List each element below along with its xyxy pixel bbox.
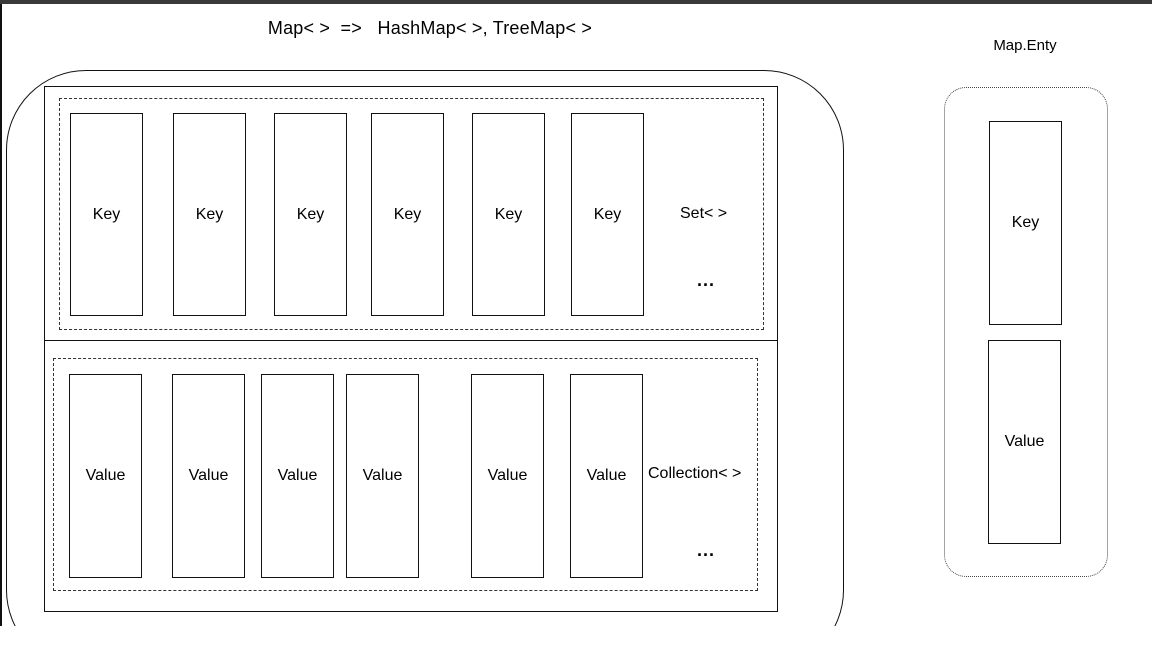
entry-title: Map.Enty bbox=[993, 37, 1057, 54]
key-cell: Key bbox=[371, 113, 444, 316]
value-cell: Value bbox=[172, 374, 245, 578]
map-entry-container bbox=[944, 87, 1108, 577]
set-ellipsis: ... bbox=[697, 270, 716, 290]
key-cell: Key bbox=[274, 113, 347, 316]
key-cell: Key bbox=[173, 113, 246, 316]
top-border bbox=[0, 0, 1152, 4]
set-collection-divider bbox=[44, 340, 778, 342]
set-label: Set< > bbox=[680, 205, 728, 222]
set-group bbox=[59, 98, 764, 330]
value-label: Value bbox=[85, 467, 126, 484]
key-cell: Key bbox=[70, 113, 143, 316]
map-container bbox=[6, 70, 844, 626]
value-cell: Value bbox=[570, 374, 643, 578]
value-label: Value bbox=[586, 467, 627, 484]
value-label: Value bbox=[277, 467, 318, 484]
left-border bbox=[0, 4, 2, 626]
value-cell: Value bbox=[471, 374, 544, 578]
key-cell: Key bbox=[571, 113, 644, 316]
entry-value-label: Value bbox=[1004, 433, 1045, 450]
entry-key-label: Key bbox=[1011, 214, 1040, 231]
key-cell: Key bbox=[472, 113, 545, 316]
value-cell: Value bbox=[261, 374, 334, 578]
collection-group bbox=[53, 358, 758, 591]
value-cell: Value bbox=[346, 374, 419, 578]
key-label: Key bbox=[393, 205, 422, 223]
entry-key-cell: Key bbox=[989, 121, 1062, 325]
bottom-margin bbox=[0, 626, 1152, 648]
diagram-title: Map< > => HashMap< >, TreeMap< > bbox=[267, 18, 593, 38]
collection-label: Collection< > bbox=[648, 465, 742, 482]
key-label: Key bbox=[195, 205, 224, 223]
key-label: Key bbox=[494, 205, 523, 223]
value-label: Value bbox=[362, 467, 403, 484]
key-label: Key bbox=[593, 205, 622, 223]
key-label: Key bbox=[92, 205, 121, 223]
value-cell: Value bbox=[69, 374, 142, 578]
diagram-canvas: Key Key Key Key Key Key Set< > ... Value… bbox=[6, 70, 1108, 626]
value-label: Value bbox=[188, 467, 229, 484]
key-label: Key bbox=[296, 205, 325, 223]
value-label: Value bbox=[487, 467, 528, 484]
entry-value-cell: Value bbox=[988, 340, 1061, 544]
collection-ellipsis: ... bbox=[697, 540, 716, 560]
